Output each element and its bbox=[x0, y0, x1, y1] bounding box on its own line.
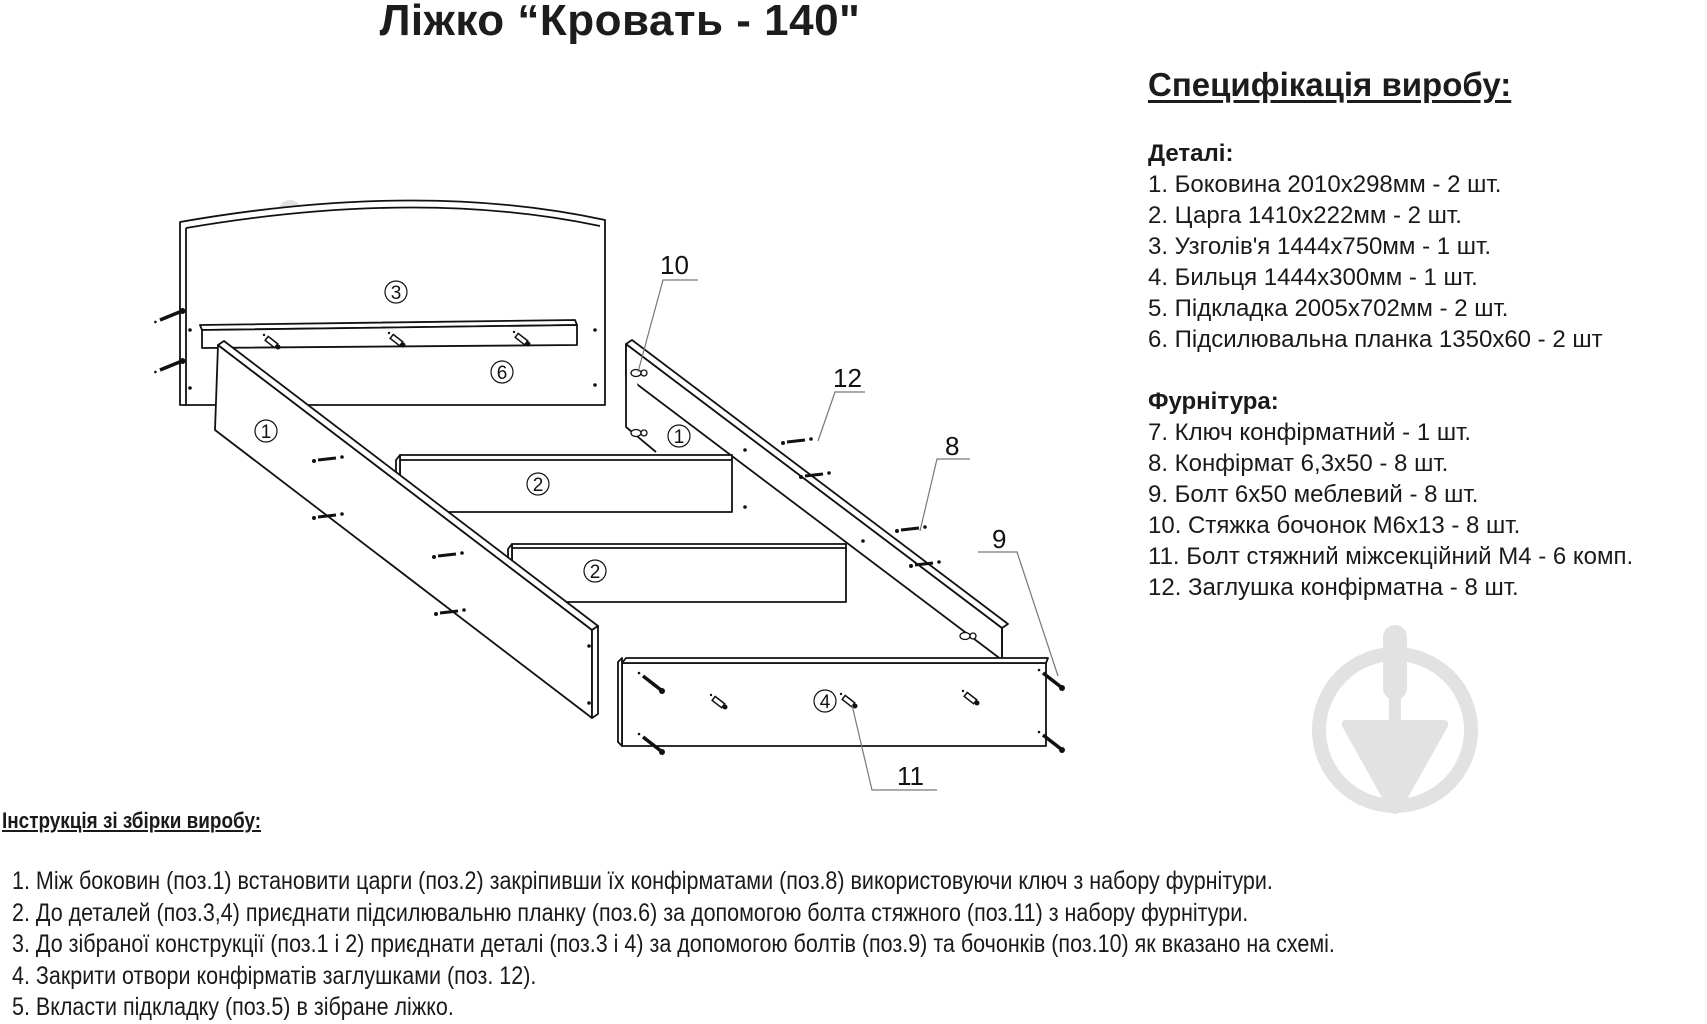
instruction-step: 1. Між боковин (поз.1) встановити царги … bbox=[12, 867, 1273, 895]
svg-text:6: 6 bbox=[497, 363, 508, 384]
details-item: 3. Узголів'я 1444x750мм - 1 шт. bbox=[1148, 233, 1491, 260]
svg-text:1: 1 bbox=[261, 422, 272, 443]
assembly-instructions: Інструкція зі збірки виробу: 1. Між боко… bbox=[2, 808, 1707, 1024]
details-item: 4. Бильця 1444x300мм - 1 шт. bbox=[1148, 264, 1478, 291]
hardware-item: 7. Ключ конфірматний - 1 шт. bbox=[1148, 419, 1472, 446]
side-panel-left-part bbox=[214, 340, 599, 719]
watermark-logo-icon bbox=[1312, 625, 1478, 814]
hardware-heading: Фурнітура: bbox=[1148, 388, 1279, 415]
page-title: Ліжко “Кровать - 140" bbox=[379, 0, 861, 45]
specification-heading: Специфікація виробу: bbox=[1148, 66, 1512, 103]
instruction-step: 2. До деталей (поз.3,4) приєднати підсил… bbox=[12, 898, 1249, 927]
side-panel-right-part bbox=[625, 339, 1009, 665]
callout-8: 8 bbox=[945, 431, 959, 461]
hardware-list: 7. Ключ конфірматний - 1 шт. 8. Конфірма… bbox=[1148, 417, 1707, 603]
hardware-item: 11. Болт стяжний міжсекційний М4 - 6 ком… bbox=[1148, 543, 1634, 570]
part-label-4: 4 bbox=[813, 689, 837, 713]
svg-text:1: 1 bbox=[674, 427, 685, 448]
part-label-3: 3 bbox=[384, 280, 408, 304]
part-label-6: 6 bbox=[490, 360, 514, 384]
callout-12: 12 bbox=[833, 363, 862, 393]
footboard-part bbox=[617, 657, 1049, 747]
svg-text:4: 4 bbox=[820, 692, 831, 713]
details-item: 1. Боковина 2010x298мм - 2 шт. bbox=[1148, 171, 1502, 198]
instructions-heading: Інструкція зі збірки виробу: bbox=[2, 808, 262, 833]
hardware-item: 9. Болт 6x50 меблевий - 8 шт. bbox=[1148, 481, 1479, 508]
callout-11: 11 bbox=[897, 761, 924, 791]
part-label-2-front: 2 bbox=[583, 559, 607, 583]
hardware-item: 10. Стяжка бочонок М6x13 - 8 шт. bbox=[1148, 512, 1521, 539]
details-heading: Деталі: bbox=[1148, 140, 1234, 167]
svg-text:3: 3 bbox=[391, 283, 402, 304]
instruction-step: 5. Вкласти підкладку (поз.5) в зібране л… bbox=[12, 993, 454, 1021]
part-label-1-right: 1 bbox=[667, 424, 691, 448]
svg-text:2: 2 bbox=[590, 562, 601, 583]
details-item: 2. Царга 1410x222мм - 2 шт. bbox=[1148, 202, 1462, 229]
details-item: 6. Підсилювальна планка 1350x60 - 2 шт bbox=[1148, 326, 1603, 353]
part-label-2-back: 2 bbox=[526, 472, 550, 496]
specification-panel: Специфікація виробу: Деталі: 1. Боковина… bbox=[1148, 66, 1707, 603]
instruction-step: 3. До зібраної конструкції (поз.1 і 2) п… bbox=[12, 930, 1335, 958]
details-list: 1. Боковина 2010x298мм - 2 шт. 2. Царга … bbox=[1148, 169, 1707, 355]
callout-9: 9 bbox=[992, 524, 1006, 554]
instructions-list: 1. Між боковин (поз.1) встановити царги … bbox=[2, 866, 1707, 1024]
details-item: 5. Підкладка 2005x702мм - 2 шт. bbox=[1148, 295, 1509, 322]
hardware-item: 8. Конфірмат 6,3x50 - 8 шт. bbox=[1148, 450, 1449, 477]
callout-10: 10 bbox=[660, 250, 689, 280]
svg-text:2: 2 bbox=[533, 475, 544, 496]
assembly-diagram: 3 6 1 1 2 2 4 bbox=[151, 199, 1067, 791]
hardware-item: 12. Заглушка конфірматна - 8 шт. bbox=[1148, 574, 1519, 601]
part-label-1-left: 1 bbox=[254, 419, 278, 443]
instruction-step: 4. Закрити отвори конфірматів заглушками… bbox=[12, 961, 537, 990]
fasteners bbox=[151, 297, 1067, 757]
rail-back-part bbox=[395, 454, 733, 517]
reinforcement-bar-part bbox=[199, 319, 578, 349]
